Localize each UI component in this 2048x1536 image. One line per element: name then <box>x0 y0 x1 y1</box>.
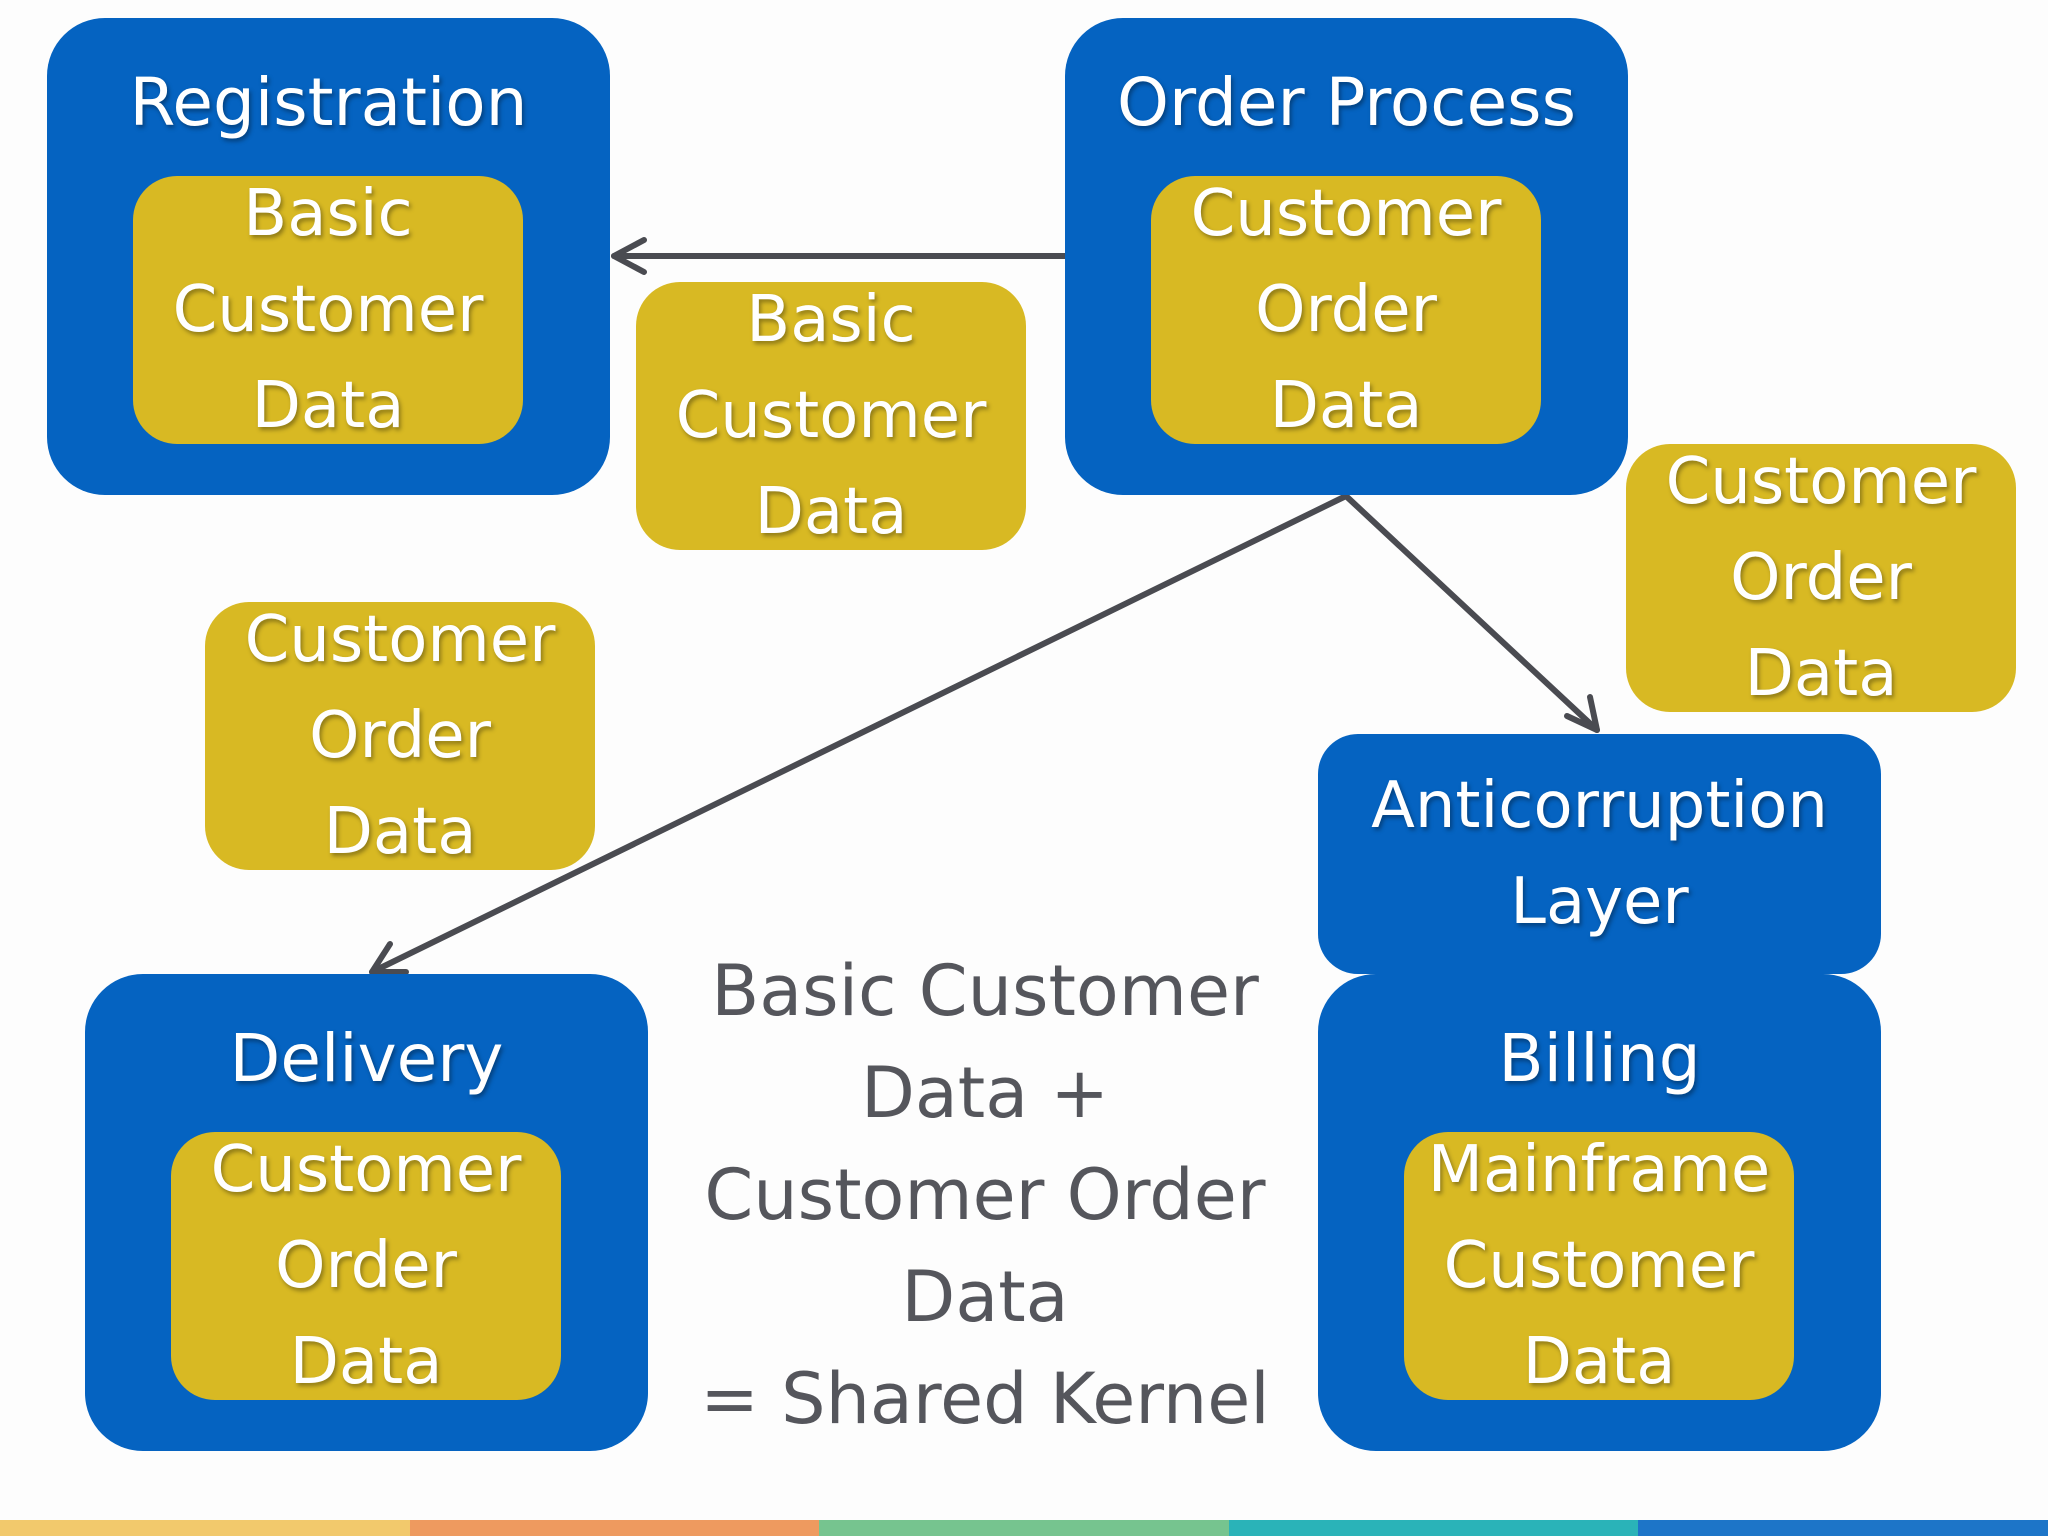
shared-kernel-note: Basic Customer Data + Customer Order Dat… <box>680 940 1290 1450</box>
chip-line: Data <box>251 369 405 443</box>
kernel-line: Basic Customer <box>711 950 1259 1032</box>
customer-order-data-chip-left: Customer Order Data <box>205 602 595 870</box>
chip-line: Data <box>1269 369 1423 443</box>
footer-color-bar <box>0 1520 2048 1536</box>
chip-line: Customer <box>675 379 987 453</box>
billing-title: Billing <box>1498 1020 1701 1097</box>
chip-line: Mainframe <box>1427 1133 1771 1207</box>
order-process-context: Order Process Customer Order Data <box>1065 18 1628 495</box>
footer-segment <box>409 1520 820 1536</box>
arrow-order-to-delivery-head <box>369 941 409 975</box>
chip-line: Customer <box>210 1133 522 1207</box>
kernel-line: Data + <box>860 1052 1110 1134</box>
chip-line: Data <box>323 795 477 869</box>
chip-line: Customer <box>172 273 484 347</box>
delivery-context: Delivery Customer Order Data <box>85 974 648 1451</box>
customer-order-data-chip-right: Customer Order Data <box>1626 444 2016 712</box>
kernel-line: Data <box>901 1256 1069 1338</box>
chip-line: Order <box>1255 273 1437 347</box>
kernel-line: Customer Order <box>704 1154 1266 1236</box>
arrow-order-to-anticorruption-head <box>1564 694 1600 733</box>
anticorruption-title-line: Layer <box>1510 865 1689 939</box>
footer-segment <box>1638 1520 2048 1536</box>
chip-line: Basic <box>243 177 413 251</box>
billing-context: Billing Mainframe Customer Data <box>1318 974 1881 1451</box>
chip-line: Basic <box>746 283 916 357</box>
chip-line: Data <box>1744 637 1898 711</box>
anticorruption-title: Anticorruption Layer <box>1318 734 1881 974</box>
anticorruption-title-line: Anticorruption <box>1371 769 1828 843</box>
chip-line: Customer <box>1190 177 1502 251</box>
basic-customer-data-chip: Basic Customer Data <box>636 282 1026 550</box>
chip-line: Order <box>1730 541 1912 615</box>
delivery-data-chip: Customer Order Data <box>171 1132 561 1400</box>
chip-line: Order <box>275 1229 457 1303</box>
arrow-order-to-registration-head <box>611 237 647 275</box>
registration-context: Registration Basic Customer Data <box>47 18 610 495</box>
order-process-title: Order Process <box>1117 64 1576 141</box>
footer-segment <box>819 1520 1229 1536</box>
chip-line: Customer <box>1443 1229 1755 1303</box>
kernel-line: = Shared Kernel <box>700 1358 1270 1440</box>
registration-title: Registration <box>129 64 528 141</box>
registration-data-chip: Basic Customer Data <box>133 176 523 444</box>
arrow-order-to-anticorruption <box>1343 493 1600 733</box>
chip-line: Data <box>289 1325 443 1399</box>
anticorruption-layer: Anticorruption Layer <box>1318 734 1881 974</box>
chip-line: Customer <box>244 603 556 677</box>
footer-segment <box>1228 1520 1639 1536</box>
order-process-data-chip: Customer Order Data <box>1151 176 1541 444</box>
chip-line: Customer <box>1665 445 1977 519</box>
chip-line: Order <box>309 699 491 773</box>
chip-line: Data <box>1522 1325 1676 1399</box>
billing-data-chip: Mainframe Customer Data <box>1404 1132 1794 1400</box>
arrow-order-to-delivery <box>369 493 1349 975</box>
delivery-title: Delivery <box>229 1020 504 1097</box>
chip-line: Data <box>754 475 908 549</box>
footer-segment <box>0 1520 410 1536</box>
